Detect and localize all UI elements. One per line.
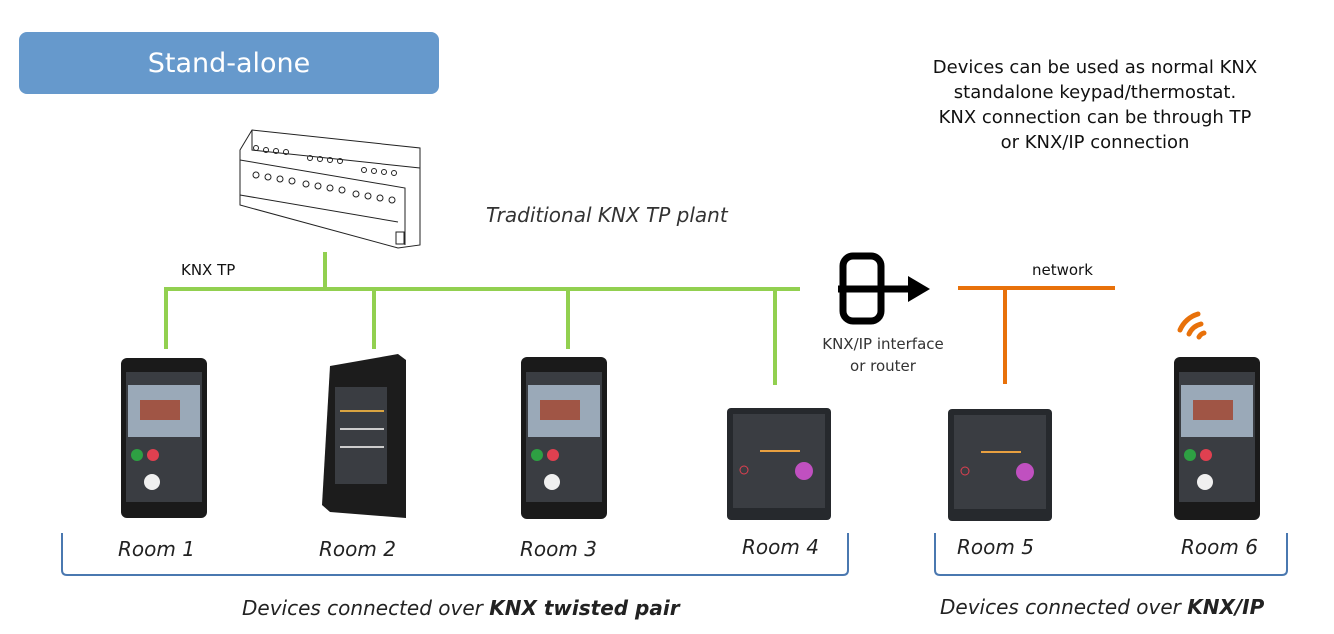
room-label: Room 1 bbox=[118, 537, 195, 561]
wifi-icon bbox=[1177, 311, 1207, 340]
description-line: KNX connection can be through TP bbox=[938, 107, 1252, 128]
tp-group-bracket bbox=[61, 533, 849, 576]
knx-ip-interface-icon bbox=[838, 252, 930, 325]
gateway-label-line: KNX/IP interface bbox=[822, 335, 944, 353]
knx-tp-bus bbox=[164, 252, 800, 385]
caption-bold: KNX twisted pair bbox=[489, 596, 680, 620]
room-label: Room 4 bbox=[742, 535, 819, 559]
network-bus bbox=[958, 286, 1115, 384]
caption-prefix: Devices connected over bbox=[242, 596, 490, 620]
ip-group-bracket bbox=[934, 533, 1288, 576]
room-label: Room 5 bbox=[957, 535, 1034, 559]
device-room1-vertical-touch-panel bbox=[121, 358, 207, 518]
room-label: Room 3 bbox=[520, 537, 597, 561]
stand-alone-title: Stand-alone bbox=[19, 32, 439, 94]
device-room3-vertical-touch-panel bbox=[521, 357, 607, 519]
description-line: standalone keypad/thermostat. bbox=[953, 82, 1237, 103]
device-room5-square-touch-panel bbox=[948, 409, 1052, 521]
description-line: or KNX/IP connection bbox=[1000, 132, 1190, 153]
description-text: Devices can be used as normal KNX standa… bbox=[905, 55, 1285, 155]
device-room2-keypad-panel bbox=[322, 354, 406, 518]
device-room4-square-touch-panel bbox=[727, 408, 831, 520]
tp-group-caption: Devices connected over KNX twisted pair bbox=[242, 596, 680, 620]
knx-tp-label: KNX TP bbox=[181, 261, 236, 279]
device-room6-vertical-touch-panel bbox=[1174, 357, 1260, 520]
network-label: network bbox=[1032, 261, 1093, 279]
knx-actuator-icon bbox=[239, 129, 421, 249]
caption-prefix: Devices connected over bbox=[940, 595, 1188, 619]
plant-label: Traditional KNX TP plant bbox=[486, 203, 728, 227]
gateway-label-line: or router bbox=[850, 357, 916, 375]
ip-group-caption: Devices connected over KNX/IP bbox=[940, 595, 1264, 619]
gateway-label: KNX/IP interface or router bbox=[808, 333, 958, 377]
title-text: Stand-alone bbox=[147, 47, 311, 79]
caption-bold: KNX/IP bbox=[1187, 595, 1265, 619]
room-label: Room 2 bbox=[319, 537, 396, 561]
description-line: Devices can be used as normal KNX bbox=[932, 57, 1258, 78]
room-label: Room 6 bbox=[1181, 535, 1258, 559]
